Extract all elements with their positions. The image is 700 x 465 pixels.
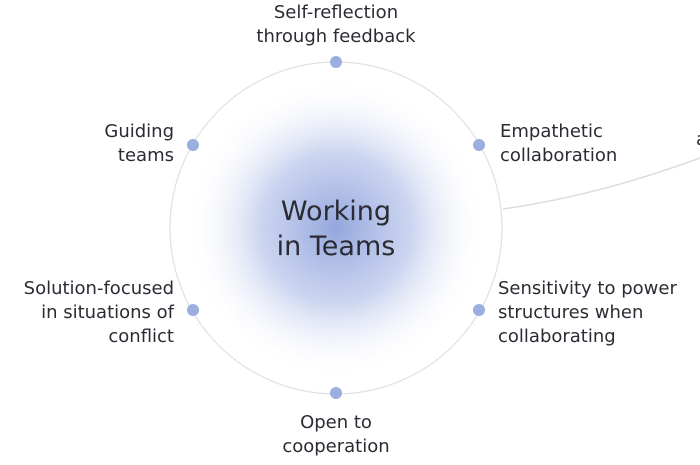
- connector-line: [502, 157, 700, 210]
- node-dot[interactable]: [330, 387, 342, 399]
- node-dot[interactable]: [330, 56, 342, 68]
- center-line: Working: [280, 196, 392, 227]
- node-dot[interactable]: [187, 304, 199, 316]
- node-dot[interactable]: [473, 139, 485, 151]
- node-dot[interactable]: [473, 304, 485, 316]
- center-line: in Teams: [276, 231, 396, 262]
- center-title: Working in Teams: [277, 194, 396, 264]
- offscreen-label: a: [696, 128, 700, 152]
- glow: [186, 78, 486, 378]
- node-dot[interactable]: [187, 139, 199, 151]
